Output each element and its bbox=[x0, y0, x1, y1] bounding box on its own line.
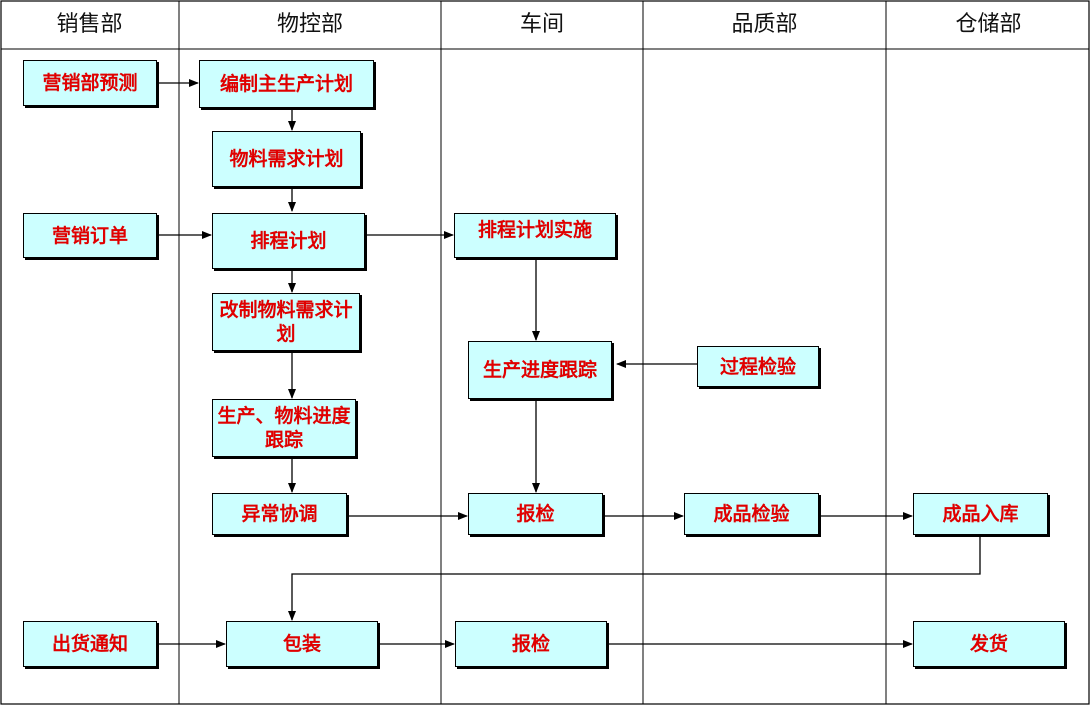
node-progress-track: 生产进度跟踪 bbox=[468, 341, 612, 399]
node-schedule-exec: 排程计划实施 bbox=[454, 213, 616, 258]
node-process-inspect: 过程检验 bbox=[697, 346, 819, 387]
node-report-inspect-2: 报检 bbox=[455, 621, 607, 667]
node-packing: 包装 bbox=[226, 621, 378, 667]
lane-header-warehouse: 仓储部 bbox=[955, 12, 1022, 37]
node-final-inspect: 成品检验 bbox=[684, 493, 819, 535]
lane-header-material-control: 物控部 bbox=[276, 12, 343, 37]
node-schedule: 排程计划 bbox=[212, 213, 365, 269]
lane-header-workshop: 车间 bbox=[519, 12, 564, 37]
node-prod-material-track: 生产、物料进度跟踪 bbox=[212, 399, 356, 457]
node-warehousing: 成品入库 bbox=[913, 493, 1048, 535]
node-sales-forecast: 营销部预测 bbox=[23, 60, 157, 106]
node-master-plan: 编制主生产计划 bbox=[199, 60, 374, 108]
node-exception: 异常协调 bbox=[212, 493, 347, 535]
lane-header-sales: 销售部 bbox=[56, 12, 123, 37]
node-revise-mrp: 改制物料需求计划 bbox=[212, 293, 360, 351]
arrow-warehouse-to-packing bbox=[288, 535, 981, 621]
node-ship-notice: 出货通知 bbox=[23, 621, 157, 667]
node-mrp: 物料需求计划 bbox=[212, 131, 361, 187]
node-shipping: 发货 bbox=[913, 621, 1065, 667]
node-report-inspect-1: 报检 bbox=[468, 493, 603, 535]
node-sales-order: 营销订单 bbox=[23, 213, 157, 258]
lane-header-quality: 品质部 bbox=[731, 12, 798, 37]
